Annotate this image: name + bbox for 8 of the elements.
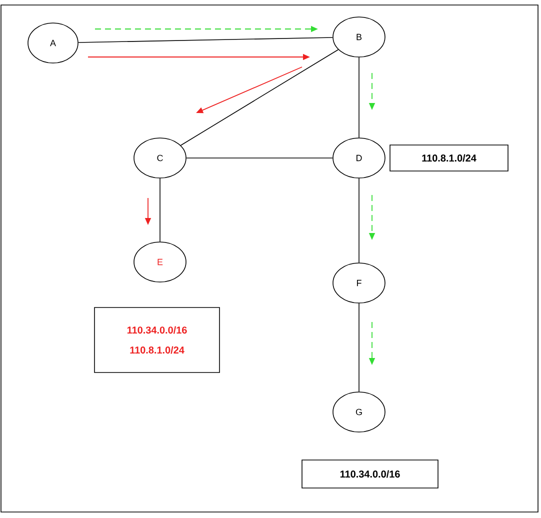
prefix-box: 110.34.0.0/16 bbox=[302, 460, 438, 488]
connection-line bbox=[358, 178, 360, 263]
prefix-box: 110.8.1.0/24 bbox=[390, 144, 508, 172]
prefix-box: 110.34.0.0/16 110.8.1.0/24 bbox=[94, 307, 220, 373]
connection-line bbox=[180, 49, 339, 146]
connection-line bbox=[78, 37, 334, 43]
connection-line bbox=[358, 303, 360, 392]
connection-line bbox=[358, 57, 360, 138]
